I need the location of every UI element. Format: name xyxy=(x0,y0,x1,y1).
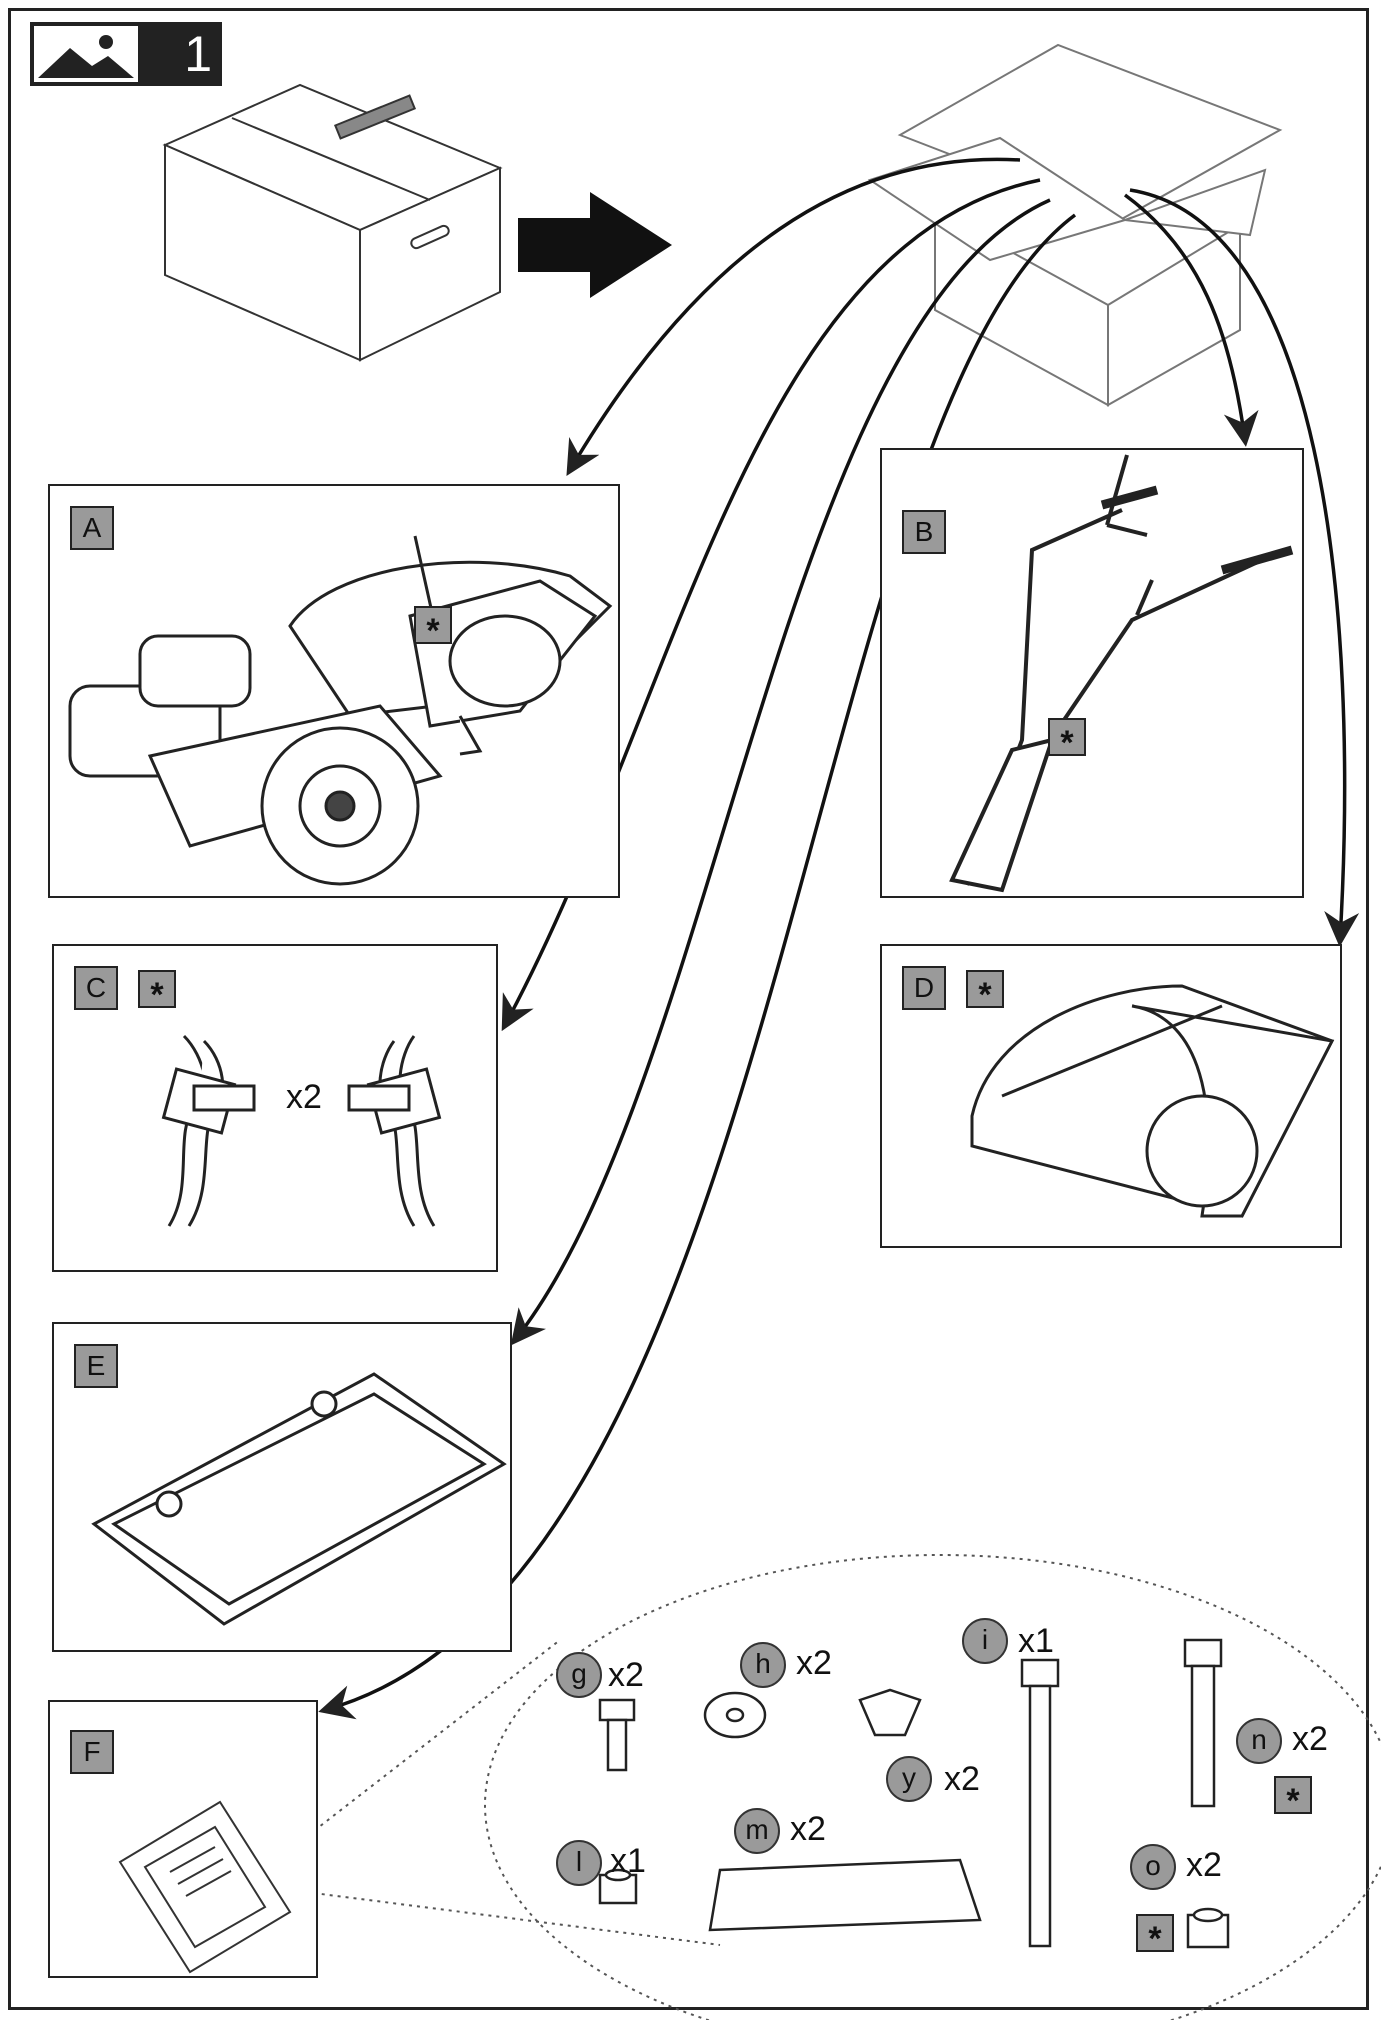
open-carton xyxy=(867,43,1283,407)
step-badge: 1 xyxy=(30,22,222,86)
part-i-label: i xyxy=(962,1618,1008,1664)
panel-a-label: A xyxy=(70,506,114,550)
shield-illustration xyxy=(970,984,1335,1218)
panel-b-asterisk: * xyxy=(1048,718,1086,762)
handlebar-illustration xyxy=(949,454,1294,893)
part-h-label: h xyxy=(740,1642,786,1688)
part-o-quantity: x2 xyxy=(1186,1846,1222,1884)
part-g-quantity: x2 xyxy=(608,1656,644,1694)
tiller-illustration xyxy=(68,535,613,886)
part-m-quantity: x2 xyxy=(790,1810,826,1848)
part-i-quantity: x1 xyxy=(1018,1622,1054,1660)
part-y-label: y xyxy=(886,1756,932,1802)
part-l-quantity: x1 xyxy=(610,1842,646,1880)
image-icon xyxy=(34,26,138,82)
panel-d-asterisk: * xyxy=(966,970,1004,1014)
panel-d-label: D xyxy=(902,966,946,1010)
part-g-label: g xyxy=(556,1652,602,1698)
panel-b-label: B xyxy=(902,510,946,554)
panel-c-tines: C * x2 xyxy=(52,944,498,1272)
manual-icon xyxy=(118,1800,292,1974)
panel-c-label: C xyxy=(74,966,118,1010)
closed-carton xyxy=(162,83,503,362)
panel-a-tiller: A * xyxy=(48,484,620,898)
part-h-quantity: x2 xyxy=(796,1644,832,1682)
part-m-label: m xyxy=(734,1808,780,1854)
plate-illustration xyxy=(91,1372,507,1626)
part-o-label: o xyxy=(1130,1844,1176,1890)
page-frame xyxy=(8,8,1369,2010)
panel-e-label: E xyxy=(74,1344,118,1388)
part-y-quantity: x2 xyxy=(944,1760,980,1798)
panel-d-shield: D * xyxy=(880,944,1342,1248)
part-n-asterisk: * xyxy=(1274,1776,1312,1820)
tines-illustration xyxy=(161,1034,442,1227)
part-o-asterisk: * xyxy=(1136,1914,1174,1958)
part-n-label: n xyxy=(1236,1718,1282,1764)
step-number: 1 xyxy=(184,26,212,82)
panel-b-handlebar: B * xyxy=(880,448,1304,898)
part-l-label: l xyxy=(556,1840,602,1886)
panel-f-manual: F xyxy=(48,1700,318,1978)
panel-e-plate: E xyxy=(52,1322,512,1652)
panel-a-asterisk: * xyxy=(414,606,452,650)
panel-f-label: F xyxy=(70,1730,114,1774)
part-n-quantity: x2 xyxy=(1292,1720,1328,1758)
big-arrow xyxy=(518,192,672,298)
panel-c-quantity: x2 xyxy=(286,1078,322,1116)
panel-c-asterisk: * xyxy=(138,970,176,1014)
